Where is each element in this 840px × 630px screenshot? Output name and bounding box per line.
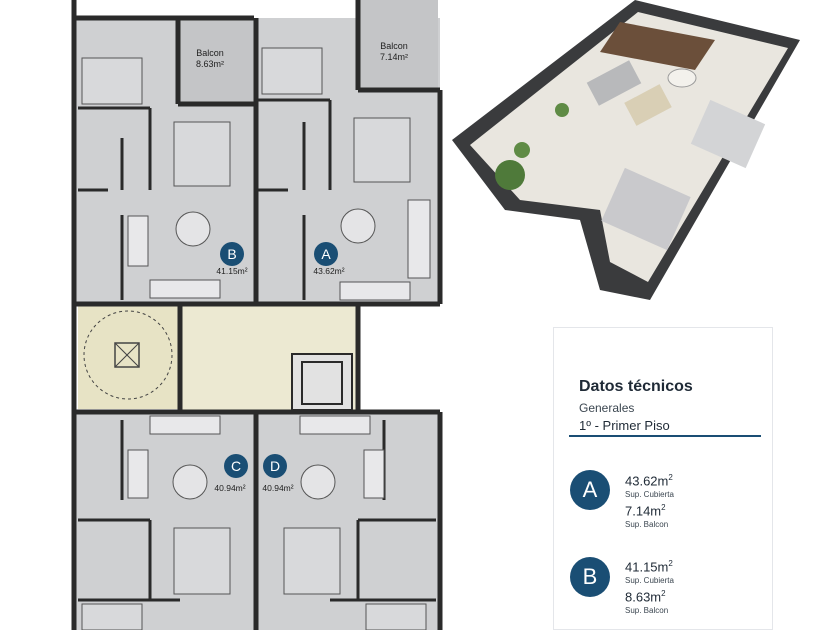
stairs [83,310,173,400]
dining-tables [172,208,376,500]
floor-plan: Balcon 8.63m² Balcon 7.14m² B 41.15m² A … [71,0,443,630]
beds [81,47,427,630]
technical-data-card: Datos técnicos Generales 1º - Primer Pis… [553,327,773,630]
tech-subtitle: Generales [579,401,635,415]
balcon-b-floor [178,18,254,104]
unit-b-letter: B [227,246,236,262]
unit-a-summary: A 43.62m2 Sup. Cubierta 7.14m2 Sup. Balc… [570,470,770,540]
render-kitchen [600,22,715,70]
unit-b-cubierta-label: Sup. Cubierta [625,576,674,585]
unit-c-letter: C [231,458,241,474]
unit-b-cubierta: 41.15m2 [625,559,673,575]
unit-b-balcon: 8.63m2 [625,589,666,605]
balcon-b-name: Balcon [196,48,224,58]
unit-a-badge: A [570,470,610,510]
unit-c-marker: C 40.94m² [214,454,248,493]
balcon-a-area: 7.14m² [380,52,408,62]
balcon-a-floor [358,0,438,88]
unit-a-area: 43.62m² [313,266,344,276]
sofas [173,117,411,595]
unit-b-badge: B [570,557,610,597]
unit-d-letter: D [270,458,280,474]
elevator [291,353,353,411]
unit-a-balcon: 7.14m2 [625,503,666,519]
render-dining-table [667,68,697,88]
unit-d-area: 40.94m² [262,483,293,493]
tech-title: Datos técnicos [579,378,693,395]
render-bathroom [690,99,766,169]
floor-plan-drawing: Balcon 8.63m² Balcon 7.14m² B 41.15m² A … [71,0,443,630]
render-rug [624,84,672,126]
unit-c-area: 40.94m² [214,483,245,493]
balcon-a-name: Balcon [380,41,408,51]
unit-a-cubierta-label: Sup. Cubierta [625,490,674,499]
render-plant-2 [514,142,530,158]
unit-a-balcon-label: Sup. Balcon [625,520,669,529]
apartment-3d-render [452,0,800,300]
unit-b-marker: B 41.15m² [216,242,248,276]
render-floor [470,12,788,282]
render-bed [601,167,691,251]
render-plant-3 [555,103,569,117]
tech-divider [569,435,761,437]
interior-walls [78,98,436,602]
walls [71,0,443,630]
unit-b-area: 41.15m² [216,266,247,276]
unit-a-cubierta: 43.62m2 [625,473,673,489]
render-sofa [586,60,642,106]
render-plant-1 [495,160,525,190]
unit-b-balcon-label: Sup. Balcon [625,606,669,615]
unit-b-summary: B 41.15m2 Sup. Cubierta 8.63m2 Sup. Balc… [570,557,770,627]
unit-a-letter: A [321,246,331,262]
balcon-b-area: 8.63m² [196,59,224,69]
unit-d-marker: D 40.94m² [262,454,294,493]
unit-a-marker: A 43.62m² [313,242,345,276]
tech-floor: 1º - Primer Piso [579,418,670,433]
kitchen-counters [127,199,431,499]
